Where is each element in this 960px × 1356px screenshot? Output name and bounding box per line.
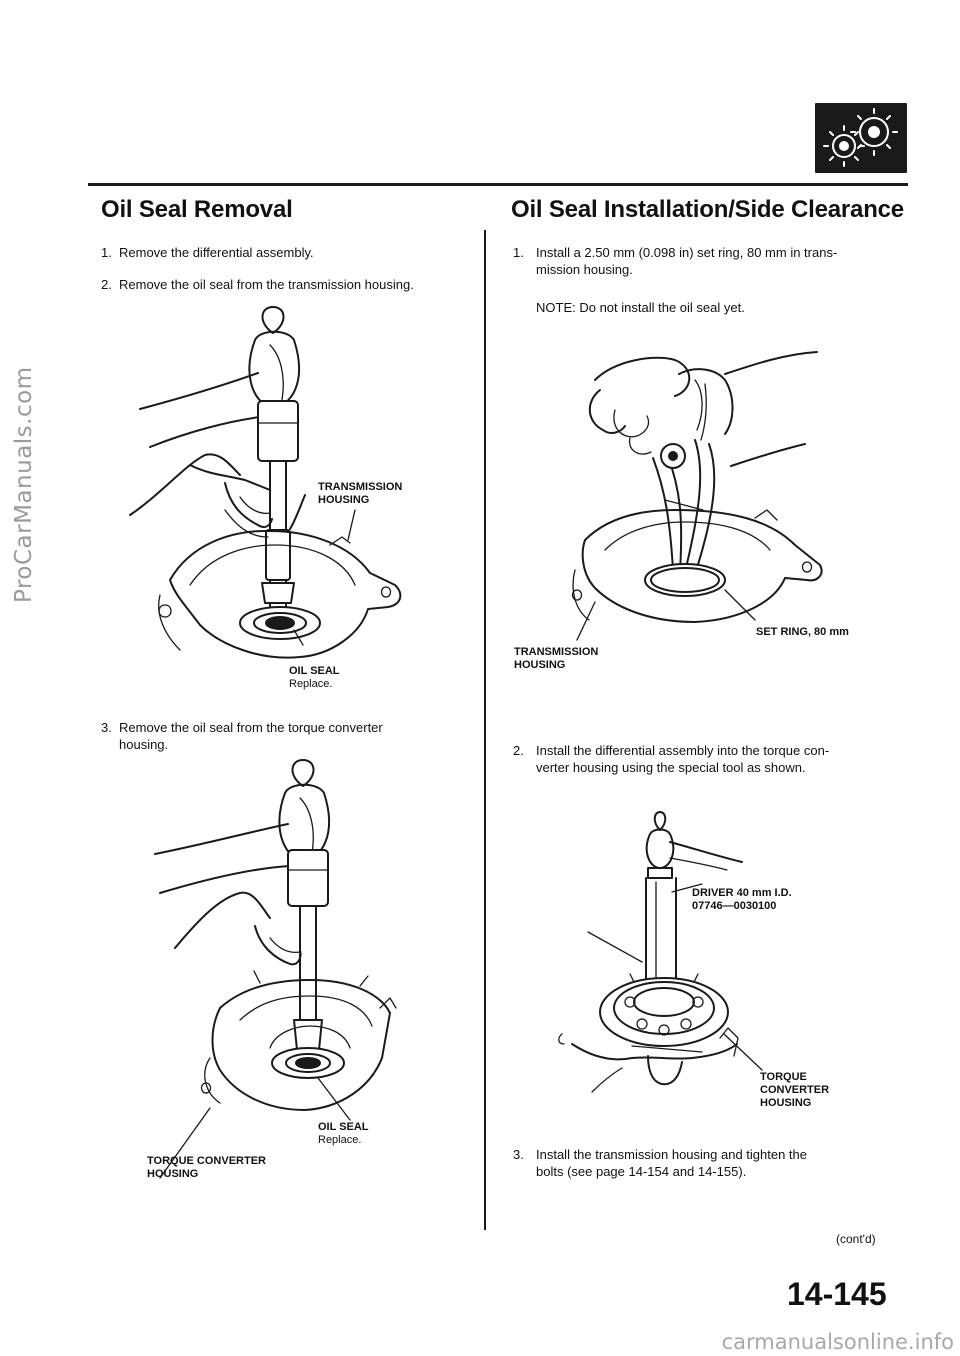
- figure-transmission-seal-removal: [129, 306, 402, 659]
- right-step-1-note: NOTE: Do not install the oil seal yet.: [536, 300, 745, 315]
- continued-note: (cont'd): [836, 1232, 876, 1246]
- label-driver-tool: DRIVER 40 mm I.D. 07746—0030100: [692, 887, 792, 912]
- gears-icon: [815, 103, 907, 173]
- figure-set-ring-installation: [571, 351, 823, 641]
- header-rule: [88, 183, 908, 186]
- figure-torque-converter-seal-removal: [154, 759, 397, 1179]
- label-torque-converter-housing-right: TORQUE CONVERTER HOUSING: [760, 1071, 830, 1109]
- label-oil-seal-left-2: OIL SEAL Replace.: [318, 1121, 369, 1146]
- label-set-ring: SET RING, 80 mm: [756, 626, 849, 638]
- bottom-watermark: carmanualsonline.info: [721, 1330, 954, 1354]
- section-title-left: Oil Seal Removal: [101, 196, 293, 223]
- label-transmission-housing-left: TRANSMISSION HOUSING: [318, 481, 403, 506]
- side-watermark: ProCarManuals.com: [11, 366, 37, 604]
- column-divider: [484, 230, 486, 1230]
- label-torque-converter-housing-left: TORQUE CONVERTER HOUSING: [147, 1155, 266, 1180]
- figure-differential-installation: [558, 811, 763, 1093]
- page-number: 14-145: [787, 1276, 887, 1312]
- label-transmission-housing-right: TRANSMISSION HOUSING: [514, 646, 599, 671]
- label-oil-seal-left-1: OIL SEAL Replace.: [289, 665, 340, 690]
- section-title-right: Oil Seal Installation/Side Clearance: [511, 196, 904, 223]
